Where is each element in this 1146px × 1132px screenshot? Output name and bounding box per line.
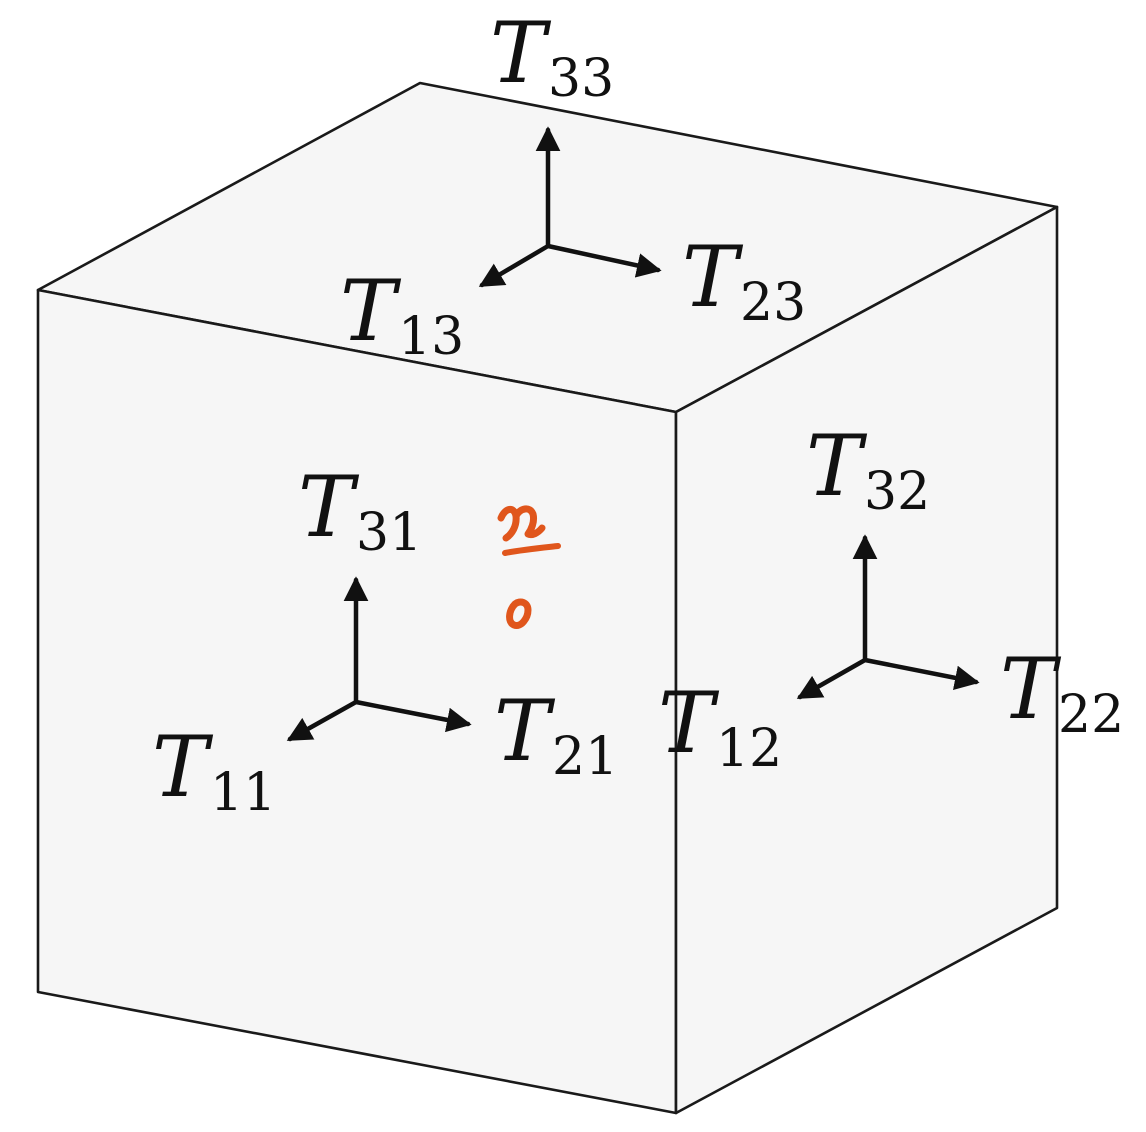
arrow-icon-t21: [353, 699, 472, 733]
label-t11: T11: [152, 718, 276, 823]
label-t23: T23: [682, 228, 806, 333]
arrow-icon-t22: [862, 657, 980, 691]
label-t33: T33: [490, 4, 614, 109]
front-face-stress-triad: [286, 576, 472, 742]
arrow-icon-t12: [796, 657, 868, 700]
label-t13: T13: [340, 262, 464, 367]
top-face-stress-triad: [478, 126, 662, 288]
arrow-icon-t23: [545, 243, 662, 278]
label-t31: T31: [298, 458, 422, 563]
arrow-icon-t11: [286, 699, 359, 742]
label-t22: T22: [1000, 640, 1124, 745]
arrow-icon-t13: [478, 243, 551, 288]
label-t12: T12: [658, 674, 782, 779]
label-t32: T32: [806, 417, 930, 522]
handwritten-dot-annotation: [506, 598, 532, 629]
handwritten-x-annotation: [497, 505, 561, 556]
right-face-stress-triad: [796, 534, 980, 700]
label-t21: T21: [494, 682, 618, 787]
